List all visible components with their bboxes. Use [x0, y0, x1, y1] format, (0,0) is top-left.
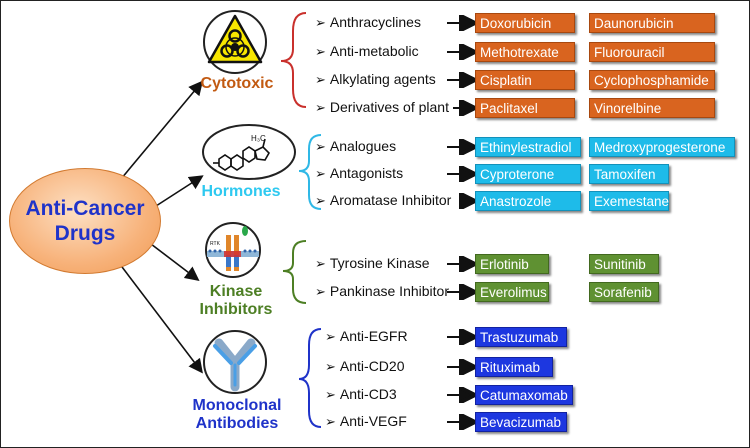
chevron-right-icon: ➢	[325, 329, 336, 344]
rtk-label: RTK	[210, 241, 221, 247]
hub-anti-cancer-drugs: Anti-Cancer Drugs	[9, 168, 161, 274]
receptor-kinase-icon: RTK	[205, 222, 261, 278]
item-derivatives-of-plant: ➢Derivatives of plant	[315, 99, 449, 116]
category-label-monoclonal-line1: Monoclonal	[192, 397, 282, 414]
item-label: Pankinase Inhibitor	[329, 283, 449, 299]
item-label: Anti-metabolic	[329, 43, 419, 59]
category-label-kinase-line2: Inhibitors	[199, 301, 273, 318]
chevron-right-icon: ➢	[315, 139, 326, 154]
brace-hormones	[298, 134, 322, 210]
item-anti-egfr: ➢Anti-EGFR	[325, 328, 408, 345]
item-aromatase-inhibitor: ➢Aromatase Inhibitor	[315, 192, 451, 209]
drug-bevacizumab: Bevacizumab	[475, 412, 567, 432]
drug-daunorubicin: Daunorubicin	[589, 13, 715, 33]
item-label: Anti-CD20	[339, 358, 405, 374]
hub-line1: Anti-Cancer	[25, 197, 145, 220]
chevron-right-icon: ➢	[315, 256, 326, 271]
chevron-right-icon: ➢	[315, 44, 326, 59]
chevron-right-icon: ➢	[315, 15, 326, 30]
category-label-hormones: Hormones	[197, 183, 285, 201]
drug-everolimus: Everolimus	[475, 282, 549, 302]
item-label: Anti-VEGF	[339, 413, 407, 429]
drug-sorafenib: Sorafenib	[589, 282, 659, 302]
item-label: Tyrosine Kinase	[329, 255, 430, 271]
category-label-kinase: Kinase Inhibitors	[193, 283, 279, 319]
drug-paclitaxel: Paclitaxel	[475, 98, 575, 118]
chevron-right-icon: ➢	[315, 100, 326, 115]
arrow-to-hormones	[155, 175, 204, 207]
drug-medroxyprogesterone: Medroxyprogesterone	[589, 137, 735, 157]
drug-tamoxifen: Tamoxifen	[589, 164, 669, 184]
chevron-right-icon: ➢	[315, 166, 326, 181]
chevron-right-icon: ➢	[315, 193, 326, 208]
drug-cyclophosphamide: Cyclophosphamide	[589, 70, 715, 90]
item-anti-metabolic: ➢Anti-metabolic	[315, 43, 419, 60]
chevron-right-icon: ➢	[315, 284, 326, 299]
chevron-right-icon: ➢	[325, 414, 336, 429]
drug-rituximab: Rituximab	[475, 357, 553, 377]
hub-line2: Drugs	[54, 222, 116, 245]
drug-cisplatin: Cisplatin	[475, 70, 575, 90]
item-label: Anti-CD3	[339, 386, 397, 402]
item-anthracyclines: ➢Anthracyclines	[315, 14, 421, 31]
item-label: Analogues	[329, 138, 397, 154]
category-label-hormones-text: Hormones	[201, 183, 281, 200]
category-label-cytotoxic: Cytotoxic	[197, 75, 277, 93]
item-analogues: ➢Analogues	[315, 138, 396, 155]
item-label: Antagonists	[329, 165, 404, 181]
item-alkylating-agents: ➢Alkylating agents	[315, 71, 436, 88]
drug-vinorelbine: Vinorelbine	[589, 98, 715, 118]
item-label: Alkylating agents	[329, 71, 436, 87]
item-label: Anthracyclines	[329, 14, 421, 30]
steroid-molecule-icon: H₃C	[202, 124, 296, 180]
item-anti-vegf: ➢Anti-VEGF	[325, 413, 407, 430]
brace-kinase	[282, 240, 307, 304]
drug-ethinylestradiol: Ethinylestradiol	[475, 137, 581, 157]
drug-fluorouracil: Fluorouracil	[589, 42, 715, 62]
drug-cyproterone: Cyproterone	[475, 164, 581, 184]
item-anti-cd20: ➢Anti-CD20	[325, 358, 405, 375]
drug-doxorubicin: Doxorubicin	[475, 13, 575, 33]
drug-catumaxomab: Catumaxomab	[475, 385, 573, 405]
category-label-cytotoxic-text: Cytotoxic	[200, 75, 274, 92]
category-label-monoclonal: Monoclonal Antibodies	[187, 397, 287, 433]
item-anti-cd3: ➢Anti-CD3	[325, 386, 397, 403]
item-pankinase-inhibitor: ➢Pankinase Inhibitor	[315, 283, 449, 300]
drug-erlotinib: Erlotinib	[475, 254, 549, 274]
drug-exemestane: Exemestane	[589, 191, 669, 211]
item-antagonists: ➢Antagonists	[315, 165, 403, 182]
arrow-to-cytotoxic	[120, 80, 204, 180]
drug-trastuzumab: Trastuzumab	[475, 327, 567, 347]
brace-monoclonal	[298, 328, 322, 428]
item-tyrosine-kinase: ➢Tyrosine Kinase	[315, 255, 430, 272]
item-label: Aromatase Inhibitor	[329, 192, 452, 208]
drug-anastrozole: Anastrozole	[475, 191, 581, 211]
item-label: Anti-EGFR	[339, 328, 408, 344]
category-label-kinase-line1: Kinase	[209, 283, 263, 300]
antibody-icon	[203, 330, 267, 394]
arrow-to-kinase	[150, 243, 200, 281]
methyl-label: H₃C	[251, 134, 266, 143]
biohazard-icon	[203, 10, 267, 74]
chevron-right-icon: ➢	[315, 72, 326, 87]
arrow-to-monoclonal	[118, 262, 203, 374]
item-label: Derivatives of plant	[329, 99, 449, 115]
category-label-monoclonal-line2: Antibodies	[195, 415, 279, 432]
brace-cytotoxic	[280, 12, 307, 108]
drug-methotrexate: Methotrexate	[475, 42, 575, 62]
chevron-right-icon: ➢	[325, 387, 336, 402]
chevron-right-icon: ➢	[325, 359, 336, 374]
drug-sunitinib: Sunitinib	[589, 254, 659, 274]
